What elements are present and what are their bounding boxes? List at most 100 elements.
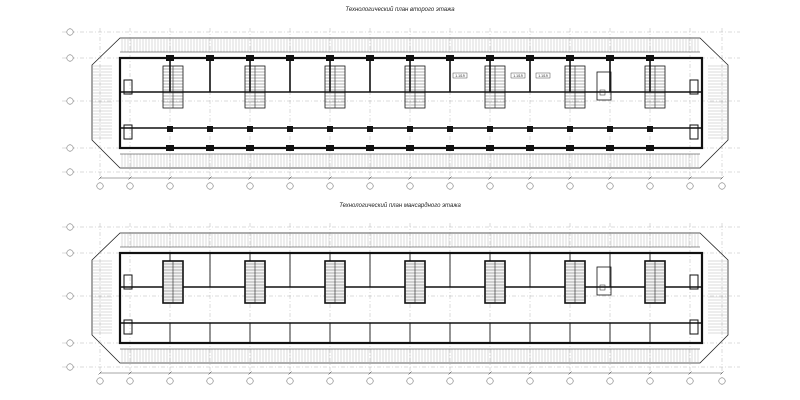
axis-bubble [166, 377, 174, 385]
roof-outline [91, 37, 729, 169]
dimension-tick [448, 371, 452, 375]
wall-pier [406, 145, 414, 151]
building-walls [118, 56, 704, 150]
axis-bubble [646, 182, 654, 190]
end-bay-block [689, 124, 699, 140]
dimension-tick [568, 371, 572, 375]
axis-bubble [646, 377, 654, 385]
dimension-tick [488, 371, 492, 375]
axis-bubble [446, 377, 454, 385]
dimension-tick [648, 371, 652, 375]
axis-bubble [286, 182, 294, 190]
dimension-tick [248, 371, 252, 375]
axis-bubble [126, 182, 134, 190]
end-bay-block [123, 124, 133, 140]
axis-bubble [206, 377, 214, 385]
dimension-tick [720, 371, 724, 375]
dimension-tick [248, 176, 252, 180]
axis-bubble [66, 97, 74, 105]
axis-bubble [66, 223, 74, 231]
axis-bubble [566, 377, 574, 385]
dimension-tick [208, 371, 212, 375]
wall-pier [246, 145, 254, 151]
end-bay-block [689, 79, 699, 95]
dimension-tick [720, 176, 724, 180]
sanitary-fixture [599, 284, 606, 291]
column [207, 126, 213, 132]
wall-pier [206, 145, 214, 151]
dimension-tick [328, 176, 332, 180]
dimension-tick [408, 371, 412, 375]
dimension-tick [128, 371, 132, 375]
wall-pier [566, 145, 574, 151]
axis-bubble [246, 182, 254, 190]
axis-bubble [66, 28, 74, 36]
column [327, 126, 333, 132]
axis-bubble [686, 182, 694, 190]
wall-pier [366, 145, 374, 151]
axis-bubble [66, 292, 74, 300]
dimension-tick [328, 371, 332, 375]
axis-bubble [406, 182, 414, 190]
axis-bubble [606, 377, 614, 385]
axis-bubble [526, 377, 534, 385]
wall-pier [166, 145, 174, 151]
dimension-tick [528, 176, 532, 180]
axis-bubble [718, 377, 726, 385]
axis-bubble [286, 377, 294, 385]
dimension-tick [288, 176, 292, 180]
dimension-tick [568, 176, 572, 180]
plan-title-second-floor: Технологический план второго этажа [345, 7, 455, 13]
axis-bubble [446, 182, 454, 190]
dimension-tick [608, 176, 612, 180]
sanitary-block [596, 71, 612, 101]
dimension-tick [368, 176, 372, 180]
axis-bubble [66, 363, 74, 371]
axis-bubble [566, 182, 574, 190]
end-bay-block [689, 319, 699, 335]
axis-bubble [606, 182, 614, 190]
end-bay-block [123, 274, 133, 290]
axis-bubble [486, 182, 494, 190]
wall-pier [526, 145, 534, 151]
dimension-tick [528, 371, 532, 375]
room-tag: 1.1/19 [538, 74, 548, 78]
axis-bubble [526, 182, 534, 190]
column [167, 126, 173, 132]
axis-bubble [366, 377, 374, 385]
wall-pier [286, 145, 294, 151]
dimension-tick [688, 176, 692, 180]
dimension-tick [688, 371, 692, 375]
dimension-tick [488, 176, 492, 180]
axis-bubble [366, 182, 374, 190]
dimension-tick [208, 176, 212, 180]
axis-bubble [66, 54, 74, 62]
wall-pier [446, 145, 454, 151]
sanitary-block [596, 266, 612, 296]
wall-pier [646, 145, 654, 151]
dimension-tick [288, 371, 292, 375]
axis-bubble [486, 377, 494, 385]
dimension-tick [98, 371, 102, 375]
end-bay-block [123, 319, 133, 335]
column [527, 126, 533, 132]
axis-bubble [246, 377, 254, 385]
column [367, 126, 373, 132]
axis-bubble [66, 168, 74, 176]
room-tag: 1.1/19 [513, 74, 523, 78]
column [647, 126, 653, 132]
column [567, 126, 573, 132]
axis-bubble [126, 377, 134, 385]
dimension-tick [368, 371, 372, 375]
dimension-tick [648, 176, 652, 180]
axis-bubble [326, 182, 334, 190]
column [607, 126, 613, 132]
wall-pier [606, 145, 614, 151]
sanitary-fixture [599, 89, 606, 96]
dimension-tick [168, 371, 172, 375]
wall-pier [486, 145, 494, 151]
column [247, 126, 253, 132]
